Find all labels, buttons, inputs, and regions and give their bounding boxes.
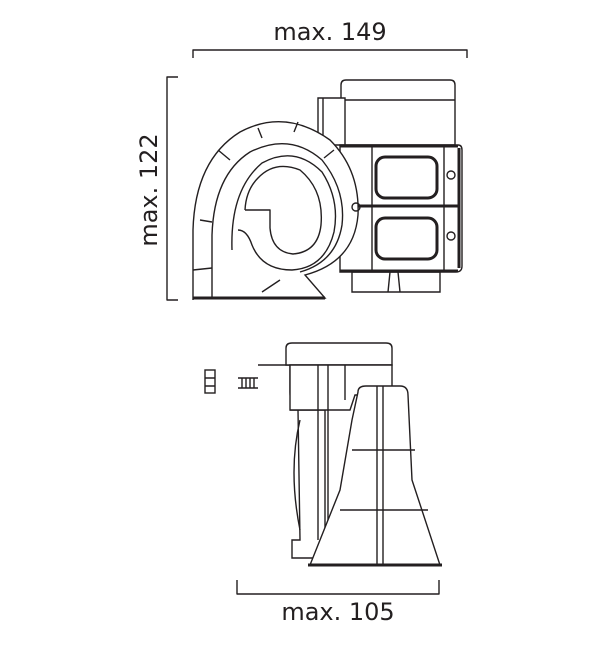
height-label: max. 122 <box>135 133 163 246</box>
height-dimension: max. 122 <box>135 76 178 301</box>
lower-window <box>374 216 439 261</box>
upper-window <box>374 155 439 200</box>
depth-dimension: max. 105 <box>236 580 440 626</box>
width-label: max. 149 <box>273 18 386 46</box>
depth-label: max. 105 <box>281 598 394 626</box>
nut-icon <box>204 369 216 394</box>
horn-front-view <box>204 342 442 567</box>
width-dimension: max. 149 <box>192 18 468 58</box>
horn-side-view <box>192 79 463 300</box>
